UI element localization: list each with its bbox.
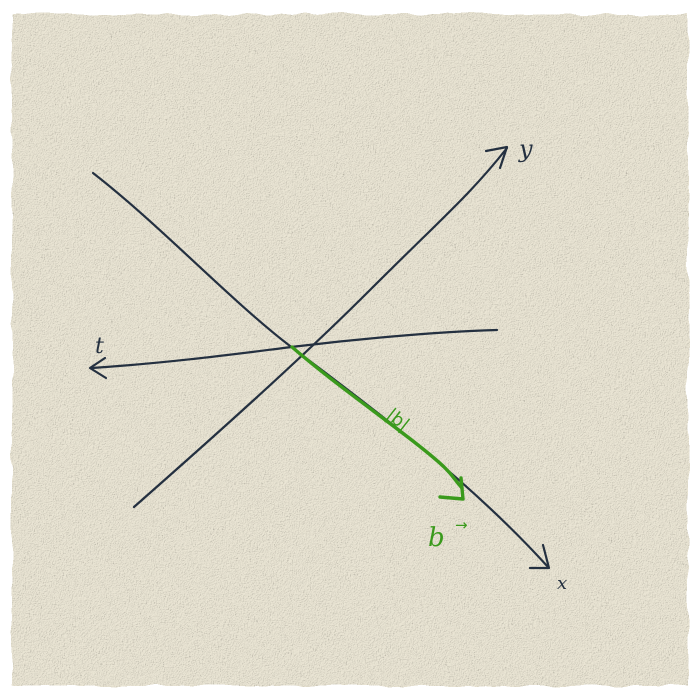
x-axis-line — [91, 171, 550, 569]
x-axis-label: x — [557, 573, 567, 594]
vector-b-arrow-mark: → — [455, 516, 468, 534]
vector-b-arrowhead — [438, 476, 465, 501]
x-axis-arrowhead — [528, 543, 551, 570]
y-axis-arrowhead — [484, 145, 509, 170]
paper-sheet — [12, 14, 688, 686]
vector-b-label: b — [428, 523, 445, 553]
vector-b-arrow — [290, 345, 464, 490]
t-axis-line — [90, 328, 499, 370]
y-axis-line — [132, 146, 509, 509]
t-axis-arrowhead — [88, 356, 108, 380]
y-axis-label: y — [518, 135, 533, 163]
t-axis-label: t — [95, 334, 104, 359]
